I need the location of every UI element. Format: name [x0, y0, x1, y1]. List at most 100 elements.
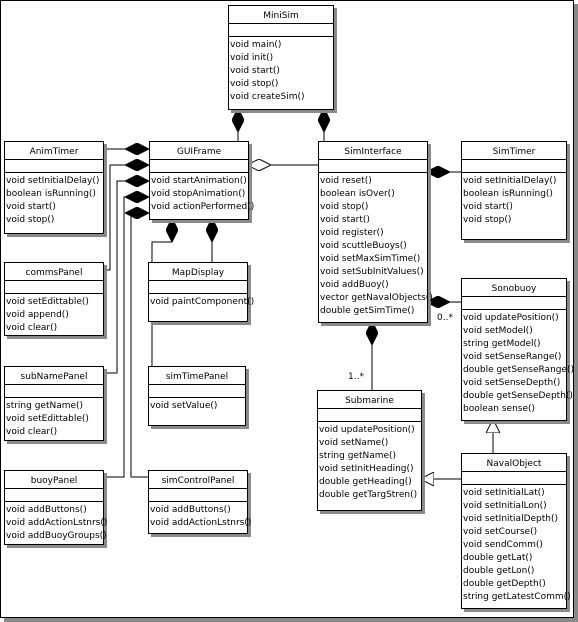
operation: double getDepth()	[463, 579, 546, 589]
class-name: AnimTimer	[5, 142, 103, 160]
class-name: Submarine	[318, 391, 421, 409]
operation: string getName()	[319, 451, 397, 461]
attributes-compartment	[462, 297, 566, 310]
class-submarine[interactable]: Submarine void updatePosition() void setNa…	[317, 390, 422, 511]
class-siminterface[interactable]: SimInterface void reset() boolean isOver()…	[318, 141, 433, 323]
operation: void start()	[463, 202, 513, 212]
operation: void addButtons()	[150, 505, 231, 515]
operation: void clear()	[6, 323, 58, 333]
attributes-compartment	[462, 160, 566, 173]
operation: void setSenseDepth()	[463, 378, 561, 388]
operations-compartment: void updatePosition() void setName() strin…	[318, 422, 421, 502]
operation: boolean isOver()	[320, 189, 395, 199]
attributes-compartment	[318, 409, 421, 422]
class-name: Sonobuoy	[462, 279, 566, 297]
attributes-compartment	[149, 385, 245, 398]
operation: void setCourse()	[463, 527, 538, 537]
operation: void setEdittable()	[6, 297, 89, 307]
operation: void register()	[320, 228, 384, 238]
operation: void stop()	[463, 215, 512, 225]
operations-compartment: void setInitialLat() void setInitialLon()…	[462, 485, 571, 604]
operation: void setModel()	[463, 326, 533, 336]
class-minisim[interactable]: MiniSim void main() void init() void start(…	[228, 5, 334, 110]
operation: boolean isRunning()	[463, 189, 553, 199]
operation: void addActionLstnrs()	[6, 518, 108, 528]
operations-compartment: void setInitialDelay() boolean isRunning(…	[462, 173, 566, 227]
operation: double getSenseRange()	[463, 365, 575, 375]
operation: void setInitialDelay()	[463, 176, 557, 186]
operation: void updatePosition()	[463, 313, 559, 323]
operation: void startAnimation()	[151, 176, 247, 186]
operation: void addBuoyGroups()	[6, 531, 107, 541]
class-commspanel[interactable]: commsPanel void setEdittable() void append…	[4, 262, 104, 336]
operation: void stop()	[6, 215, 55, 225]
operation: void setMaxSimTime()	[320, 254, 421, 264]
operation: void stop()	[230, 79, 279, 89]
operation: void updatePosition()	[319, 425, 415, 435]
operation: void setValue()	[150, 401, 218, 411]
operation: double getSimTime()	[320, 306, 415, 316]
class-name: NavalObject	[462, 454, 566, 472]
attributes-compartment	[319, 160, 427, 173]
operation: void setSubInitValues()	[320, 267, 424, 277]
operation: void main()	[230, 40, 282, 50]
attributes-compartment	[229, 24, 333, 37]
attributes-compartment	[149, 281, 247, 294]
operation: void addButtons()	[6, 505, 87, 515]
operation: double getLat()	[463, 553, 533, 563]
operation: double getLon()	[463, 566, 535, 576]
operation: void init()	[230, 53, 274, 63]
operation: void setInitHeading()	[319, 464, 414, 474]
class-name: SimInterface	[319, 142, 427, 160]
operation: void setInitialDelay()	[6, 176, 100, 186]
operations-compartment: void setEdittable() void append() void cle…	[5, 294, 103, 335]
operations-compartment: void reset()boolean isOver()void stop()v…	[319, 173, 433, 318]
operation: void setEdittable()	[6, 414, 89, 424]
class-buoypanel[interactable]: buoyPanel void addButtons() void addAction…	[4, 470, 108, 545]
operations-compartment: void setValue()	[149, 398, 245, 413]
operation: void start()	[230, 66, 280, 76]
operation: void stopAnimation()	[151, 189, 246, 199]
operations-compartment: void addButtons() void addActionLstnrs() v…	[5, 502, 108, 543]
class-name: MiniSim	[229, 6, 333, 24]
attributes-compartment	[5, 489, 103, 502]
operations-compartment: void updatePosition()void setModel()stri…	[462, 310, 575, 416]
class-name: commsPanel	[5, 263, 103, 281]
operation: void actionPerformed()	[151, 202, 255, 212]
operation: void setInitialLon()	[463, 501, 547, 511]
attributes-compartment	[5, 385, 103, 398]
class-sonobuoy[interactable]: Sonobuoy void updatePosition() void setMod…	[461, 278, 575, 421]
class-name: simControlPanel	[149, 471, 247, 489]
operation: void sendComm()	[463, 540, 543, 550]
operation: void setName()	[319, 438, 389, 448]
operation: void start()	[6, 202, 56, 212]
class-name: buoyPanel	[5, 471, 103, 489]
operation: void setInitialLat()	[463, 488, 545, 498]
operations-compartment: void setInitialDelay()boolean isRunning(…	[5, 173, 103, 227]
multiplicity-sonobuoy: 0..*	[437, 313, 453, 323]
operation: void append()	[6, 310, 69, 320]
operation: void paintComponent()	[150, 297, 255, 307]
operation: void reset()	[320, 176, 372, 186]
class-simtimer[interactable]: SimTimer void setInitialDelay() boolean is…	[461, 141, 567, 240]
operations-compartment: void paintComponent()	[149, 294, 255, 309]
class-name: SimTimer	[462, 142, 566, 160]
operations-compartment: void main() void init() void start() void s…	[229, 37, 333, 104]
class-animtimer[interactable]: AnimTimer void setInitialDelay()boolean i…	[4, 141, 104, 234]
operation: void createSim()	[230, 92, 305, 102]
operation: double getTargStren()	[319, 490, 418, 500]
attributes-compartment	[5, 281, 103, 294]
multiplicity-submarine: 1..*	[348, 372, 364, 382]
operations-compartment: string getName()void setEdittable()void …	[5, 398, 103, 439]
edge-subnamepanel-guiframe	[102, 181, 149, 374]
edge-simcontrolpanel-guiframe	[131, 213, 149, 478]
attributes-compartment	[149, 489, 247, 502]
operation: boolean sense()	[463, 404, 536, 414]
